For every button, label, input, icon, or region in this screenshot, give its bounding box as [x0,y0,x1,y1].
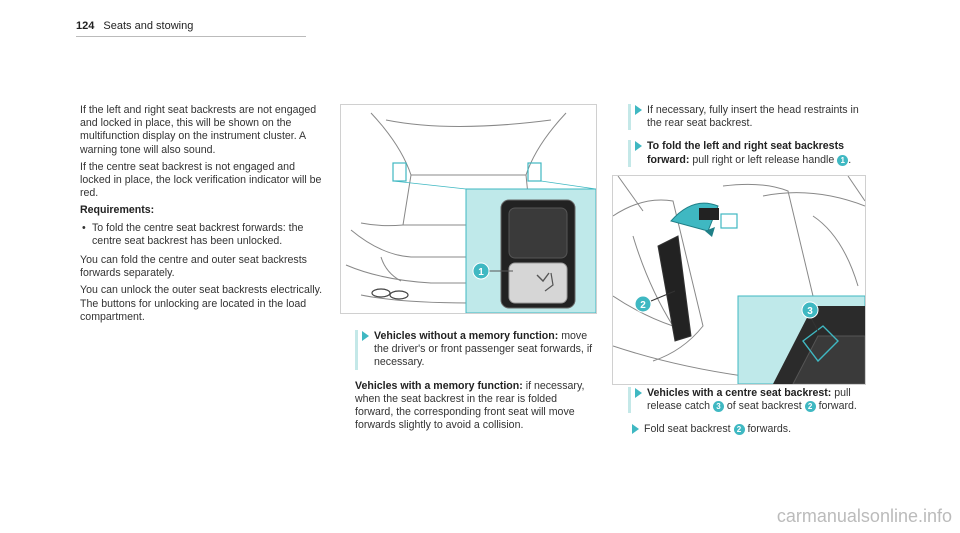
step-head-restraints: If necessary, fully insert the head rest… [628,104,868,131]
outer-backrest-instructions: If necessary, fully insert the head rest… [628,104,868,177]
step-arrow-icon [362,331,369,341]
step-arrow-icon [632,424,639,435]
requirement-item: • To fold the centre seat backrest forwa… [80,222,326,248]
section-title: Seats and stowing [103,20,194,32]
callout-3-icon: 3 [712,401,724,413]
page-header: 124 Seats and stowing [76,20,193,32]
step-label: Vehicles without a memory function: [374,330,559,342]
step-text: of seat backrest [723,400,805,413]
paragraph-fold-separately: You can fold the centre and outer seat b… [80,254,307,280]
page-number: 124 [76,20,95,32]
figure2-callout-2: 2 [640,300,646,311]
step-text-end: . [848,153,852,166]
rear-seat-illustration: 3 2 [612,175,866,385]
front-seat-instructions: Vehicles without a memory function: move… [355,330,595,436]
step-arrow-icon [635,105,642,115]
bullet-icon: • [82,221,86,234]
requirements-heading: Requirements: [80,204,155,217]
step-fold-outer-backrests: To fold the left and right seat backrest… [628,140,868,167]
header-divider [76,36,306,37]
intro-column: If the left and right seat backrests are… [80,104,326,328]
step-label: To fold the left and right seat backrest… [647,140,844,166]
step-text: forward. [815,400,857,413]
callout-1-icon: 1 [837,154,849,166]
figure1-callout-1: 1 [478,267,484,278]
step-without-memory: Vehicles without a memory function: move… [355,330,595,370]
paragraph-electric-unlock: You can unlock the outer seat backrests … [80,284,323,323]
callout-2-icon: 2 [733,424,745,436]
requirement-text: To fold the centre seat backrest forward… [92,221,304,247]
callout-2-icon: 2 [804,401,816,413]
watermark: carmanualsonline.info [776,506,952,526]
figure2-callout-3: 3 [807,306,813,317]
step-text: pull release catch [647,387,851,413]
step-text: move the driver's or front passenger sea… [374,330,593,369]
step-arrow-icon [635,388,642,398]
step-text: Fold seat backrest [644,423,734,436]
centre-backrest-instructions: Vehicles with a centre seat backrest: pu… [628,387,868,445]
paragraph-centre-indicator: If the centre seat backrest is not engag… [80,160,322,200]
note-text: if necessary, when the seat backrest in … [355,379,585,432]
step-text: If necessary, fully insert the head rest… [647,104,859,130]
note-label: Vehicles with a memory function: [355,379,523,392]
memory-function-note: Vehicles with a memory function: if nece… [355,380,595,433]
step-text: forwards. [744,423,792,436]
step-arrow-icon [635,141,642,152]
paragraph-left-right-warning: If the left and right seat backrests are… [80,104,317,156]
step-fold-centre-backrest: Fold seat backrest 2 forwards. [628,423,868,436]
step-label: Vehicles with a centre seat backrest: [647,387,832,399]
step-text: pull right or left release handle [689,153,838,166]
load-compartment-illustration: 1 [340,104,597,314]
step-release-catch: Vehicles with a centre seat backrest: pu… [628,387,868,414]
